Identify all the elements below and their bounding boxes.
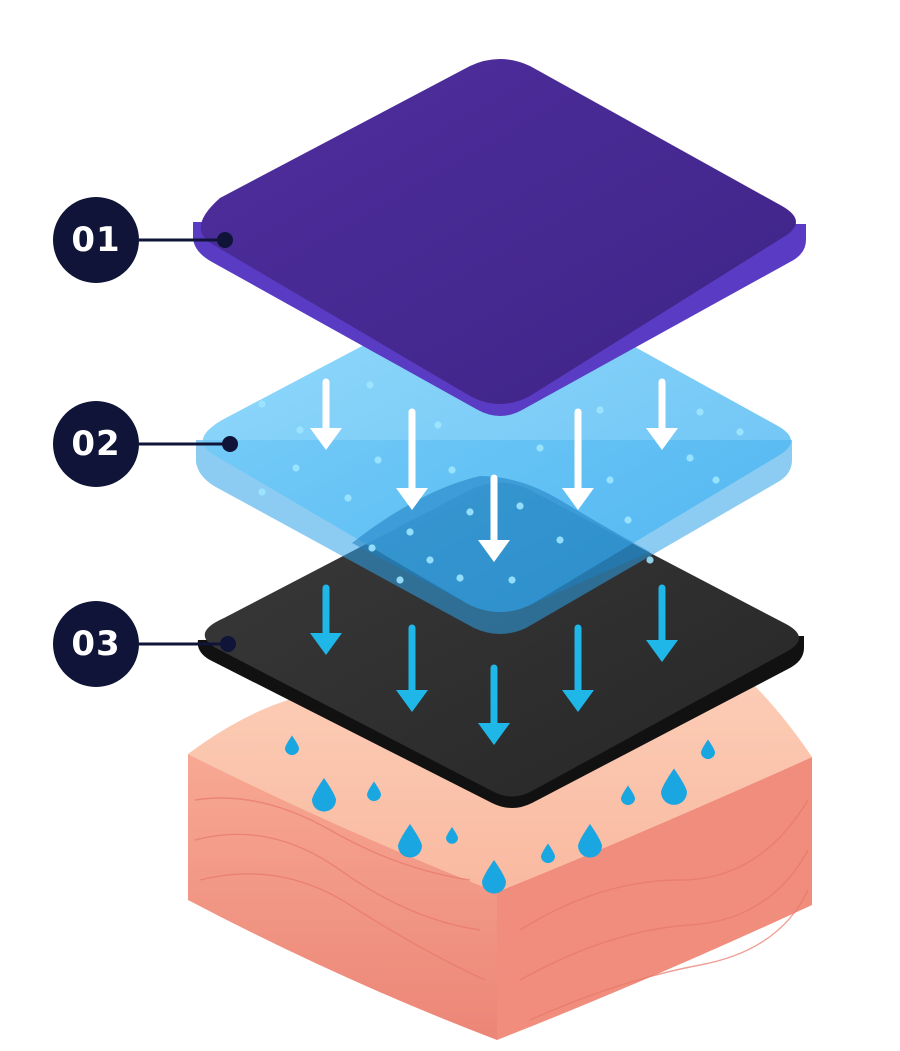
connector-03-dot <box>220 636 236 652</box>
gel-dot <box>736 428 744 436</box>
layer-01-top <box>200 59 796 404</box>
arrow-down-icon <box>562 408 594 510</box>
gel-dot <box>606 476 614 484</box>
layer-03-badge: 03 <box>53 601 139 687</box>
arrow-down-icon <box>310 378 342 450</box>
layer-01-badge: 01 <box>53 197 139 283</box>
layer-02-badge: 02 <box>53 401 139 487</box>
layer-02-top <box>202 282 791 612</box>
flow-arrows <box>310 378 678 745</box>
water-droplet-icon <box>398 824 422 858</box>
gel-dot <box>366 381 374 389</box>
water-droplet-icon <box>285 735 299 756</box>
gel-dot <box>508 576 516 584</box>
gel-dot <box>466 508 474 516</box>
gel-dot <box>536 444 544 452</box>
arrow-down-icon <box>562 624 594 712</box>
connector-02-dot <box>222 436 238 452</box>
gel-dot <box>624 516 632 524</box>
gel-dots <box>228 381 744 584</box>
gel-dot <box>406 528 414 536</box>
gel-dot <box>434 421 442 429</box>
connector-lines <box>139 232 238 652</box>
water-droplet-icon <box>661 768 687 805</box>
gel-dot <box>396 576 404 584</box>
gel-dot <box>374 456 382 464</box>
water-droplet-icon <box>621 785 635 806</box>
layer-02-label: 02 <box>71 424 121 464</box>
gel-dot <box>712 476 720 484</box>
layer-03-label: 03 <box>71 624 121 664</box>
water-droplet-icon <box>541 843 555 864</box>
arrow-head <box>478 723 510 745</box>
gel-dot <box>296 426 304 434</box>
layer-01-label: 01 <box>71 220 121 260</box>
arrow-head <box>396 488 428 510</box>
arrow-down-icon <box>646 584 678 662</box>
arrow-down-icon <box>396 624 428 712</box>
arrow-head <box>310 633 342 655</box>
skin-tissue-lines <box>194 797 809 1021</box>
arrow-down-icon <box>478 664 510 745</box>
arrow-down-icon <box>646 378 678 450</box>
arrow-head <box>646 428 678 450</box>
arrow-down-icon <box>478 474 510 562</box>
gel-dot <box>426 556 434 564</box>
gel-dot <box>696 408 704 416</box>
arrow-down-icon <box>396 408 428 510</box>
gel-dot <box>556 536 564 544</box>
water-droplet-icon <box>312 778 336 812</box>
layer-01-purple-pad <box>193 59 806 416</box>
arrow-head <box>396 690 428 712</box>
gel-dot <box>596 406 604 414</box>
water-droplet-icon <box>701 739 715 760</box>
gel-dot <box>516 502 524 510</box>
gel-dot <box>456 574 464 582</box>
water-droplet-icon <box>578 824 602 858</box>
arrow-head <box>310 428 342 450</box>
gel-dot <box>448 466 456 474</box>
arrow-head <box>646 640 678 662</box>
arrow-head <box>562 488 594 510</box>
water-droplet-icon <box>482 860 506 894</box>
arrow-head <box>562 690 594 712</box>
gel-dot <box>646 556 654 564</box>
gel-dot <box>368 544 376 552</box>
arrow-head <box>478 540 510 562</box>
gel-dot <box>344 494 352 502</box>
water-droplet-icon <box>367 781 381 802</box>
gel-dot <box>686 454 694 462</box>
connector-01-dot <box>217 232 233 248</box>
gel-dot <box>258 400 266 408</box>
skin-right-side <box>497 757 812 1040</box>
gel-dot <box>258 488 266 496</box>
water-droplet-icon <box>446 827 458 844</box>
arrow-down-icon <box>310 584 342 655</box>
gel-dot <box>292 464 300 472</box>
skin-left-side <box>188 754 497 1040</box>
